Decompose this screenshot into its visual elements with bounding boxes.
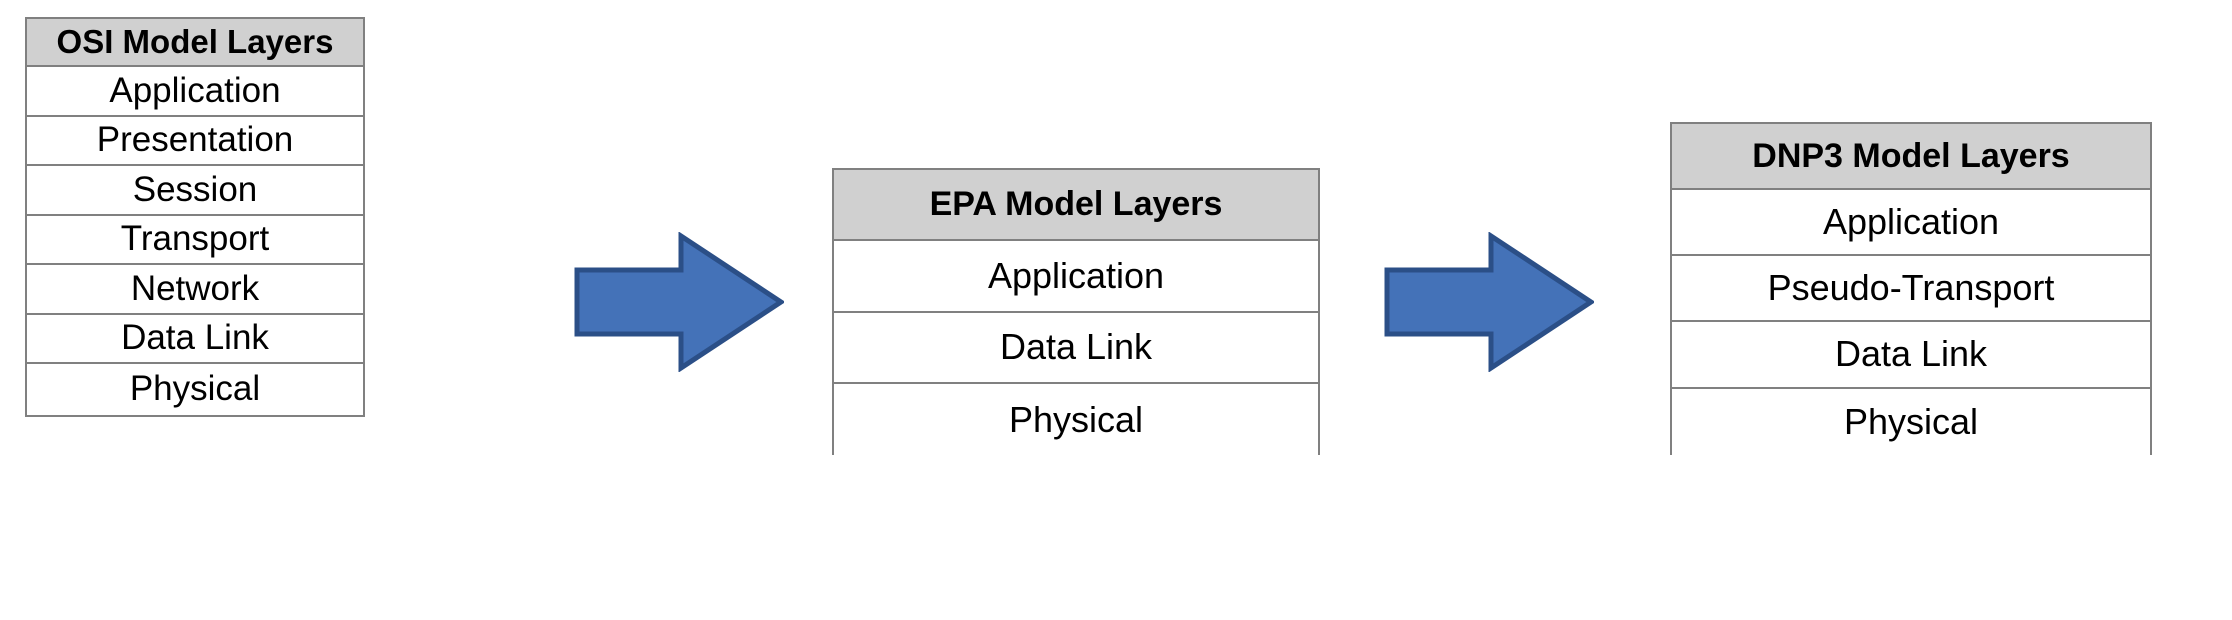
epa-layer-application: Application bbox=[834, 241, 1318, 313]
osi-layer-presentation: Presentation bbox=[27, 116, 363, 166]
osi-table-header: OSI Model Layers bbox=[27, 19, 363, 67]
arrow-right-icon-osi-to-epa bbox=[574, 232, 784, 372]
osi-layer-data-link: Data Link bbox=[27, 314, 363, 364]
osi-layer-physical: Physical bbox=[27, 364, 363, 414]
epa-layer-physical: Physical bbox=[834, 384, 1318, 456]
epa-layer-data-link: Data Link bbox=[834, 312, 1318, 384]
osi-layer-network: Network bbox=[27, 265, 363, 315]
dnp3-layer-application: Application bbox=[1672, 190, 2150, 257]
osi-layer-session: Session bbox=[27, 166, 363, 216]
osi-layer-application: Application bbox=[27, 67, 363, 117]
osi-model-table: OSI Model Layers Application Presentatio… bbox=[25, 17, 365, 417]
epa-model-table: EPA Model Layers Application Data Link P… bbox=[832, 168, 1320, 456]
dnp3-layer-pseudo-transport: Pseudo-Transport bbox=[1672, 256, 2150, 323]
dnp3-layer-data-link: Data Link bbox=[1672, 322, 2150, 389]
epa-table-header: EPA Model Layers bbox=[834, 170, 1318, 241]
dnp3-layer-physical: Physical bbox=[1672, 388, 2150, 455]
osi-layer-transport: Transport bbox=[27, 215, 363, 265]
dnp3-table-header: DNP3 Model Layers bbox=[1672, 124, 2150, 190]
dnp3-model-table: DNP3 Model Layers Application Pseudo-Tra… bbox=[1670, 122, 2152, 455]
arrow-right-icon-epa-to-dnp3 bbox=[1384, 232, 1594, 372]
